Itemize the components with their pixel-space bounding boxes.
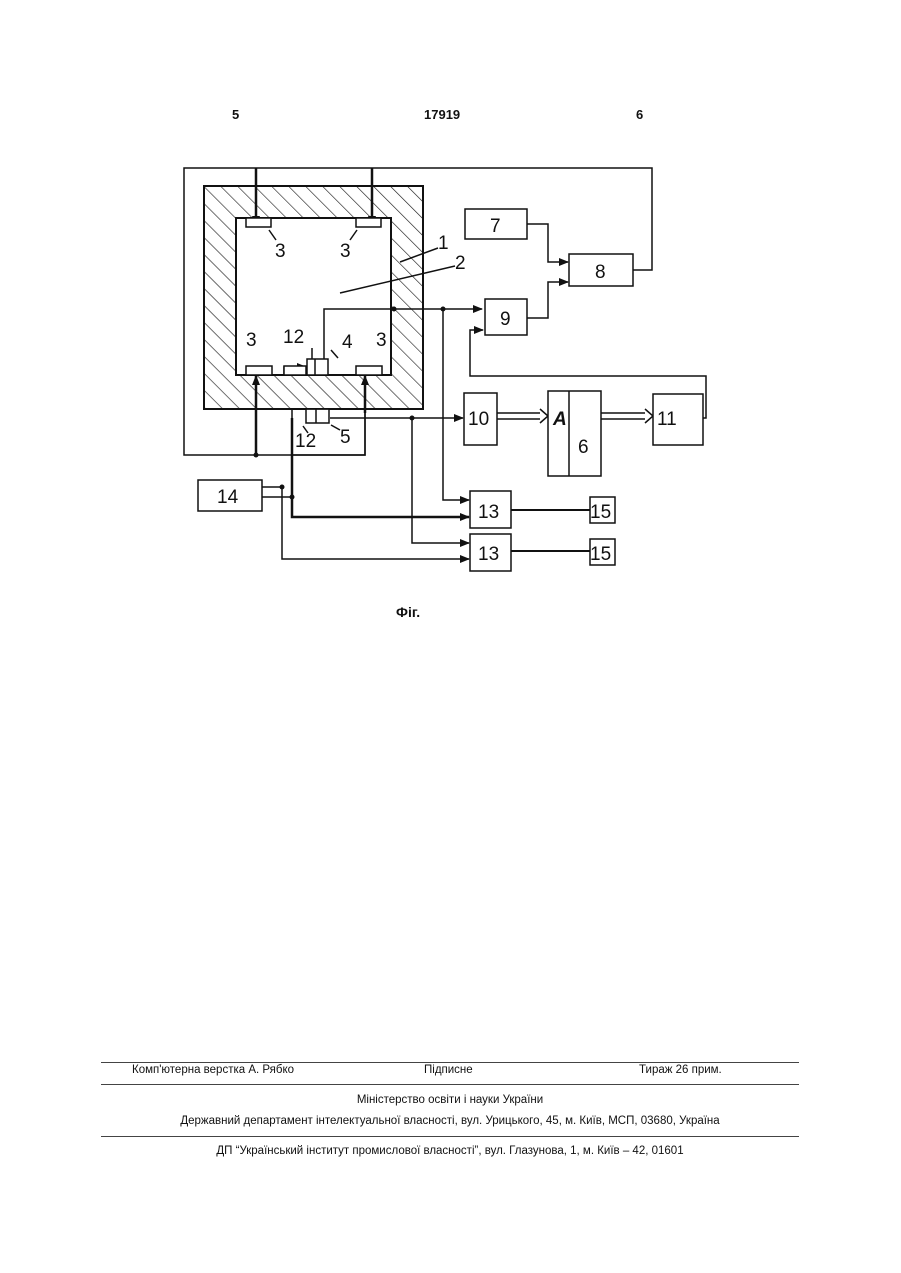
label-3-bottom-left: 3 [246, 330, 257, 351]
block-diagram: 3 3 1 2 3 12 4 3 12 5 7 8 9 10 A 6 11 14… [0, 0, 901, 640]
figure-caption: Фіг. [396, 604, 420, 620]
department-line: Державний департамент інтелектуальної вл… [101, 1115, 799, 1127]
label-10: 10 [468, 409, 489, 430]
footer-rule-middle [101, 1084, 799, 1085]
label-15-lower: 15 [590, 544, 611, 565]
label-8: 8 [595, 262, 606, 283]
label-14: 14 [217, 487, 239, 508]
label-6: 6 [578, 437, 589, 458]
label-3-bottom-right: 3 [376, 330, 387, 351]
footer-rule-bottom [101, 1136, 799, 1137]
label-5: 5 [340, 427, 351, 448]
signed-note: Підписне [424, 1064, 473, 1076]
typesetter-note: Комп'ютерна верстка А. Рябко [132, 1064, 294, 1076]
label-12-upper: 12 [283, 327, 304, 348]
label-3-top-left: 3 [275, 241, 286, 262]
label-9: 9 [500, 309, 511, 330]
label-13-lower: 13 [478, 544, 499, 565]
label-2: 2 [455, 253, 466, 274]
label-11: 11 [657, 409, 677, 430]
publisher-line: ДП “Український інститут промислової вла… [101, 1145, 799, 1157]
label-12-lower: 12 [295, 431, 316, 452]
label-7: 7 [490, 216, 501, 237]
label-13-upper: 13 [478, 502, 499, 523]
label-3-top-right: 3 [340, 241, 351, 262]
label-4: 4 [342, 332, 353, 353]
ministry-line: Міністерство освіти і науки України [101, 1094, 799, 1106]
circulation-note: Тираж 26 прим. [639, 1064, 722, 1076]
label-a: A [552, 409, 567, 430]
block-6 [548, 391, 601, 476]
footer-rule-top [101, 1062, 799, 1063]
label-15-upper: 15 [590, 502, 611, 523]
label-1: 1 [438, 233, 449, 254]
